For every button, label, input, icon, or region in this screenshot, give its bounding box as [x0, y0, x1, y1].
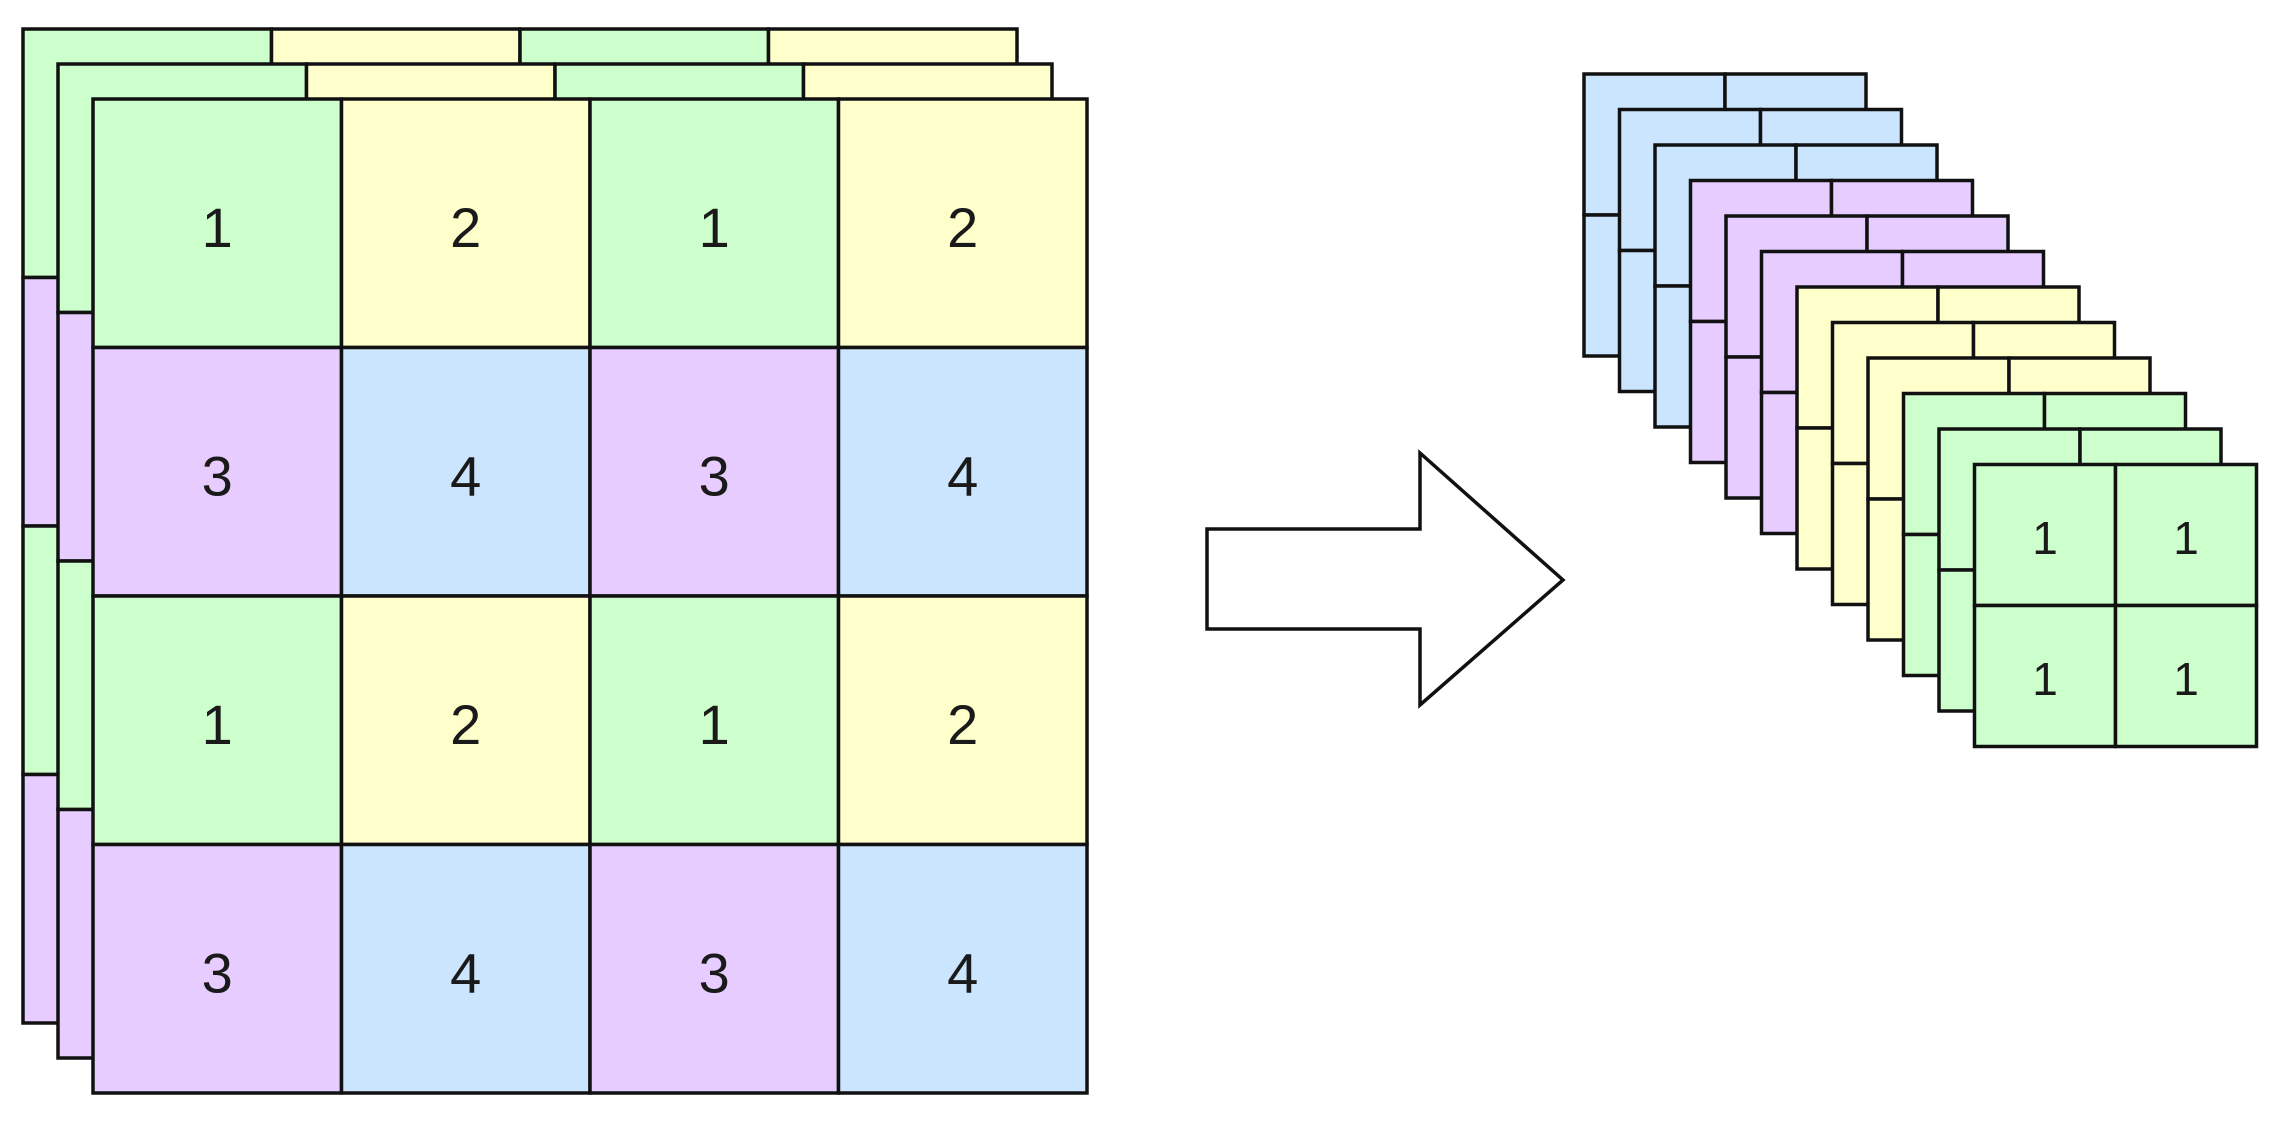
- input-front-layer: 1 2 1 2 3 4 3 4 1 2 1 2 3 4 3 4: [91, 97, 1089, 1095]
- transform-arrow: [1205, 449, 1566, 709]
- output-cell: [2113, 603, 2259, 749]
- output-cell-label: 1: [2032, 512, 2058, 564]
- input-cell-label: 1: [699, 693, 730, 756]
- input-cell-label: 2: [947, 693, 978, 756]
- input-cell: [588, 97, 841, 350]
- input-cell-label: 1: [202, 693, 233, 756]
- input-cell-label: 2: [450, 693, 481, 756]
- input-cell-label: 4: [947, 444, 978, 507]
- input-cell-label: 3: [202, 941, 233, 1004]
- input-cell-label: 4: [450, 941, 481, 1004]
- input-cell: [588, 345, 841, 598]
- input-cell: [836, 842, 1089, 1095]
- output-cell-label: 1: [2032, 653, 2058, 705]
- input-cell-label: 2: [947, 196, 978, 259]
- input-cell: [339, 842, 592, 1095]
- input-cell-label: 3: [699, 941, 730, 1004]
- output-front-slice: 1 1 1 1: [1972, 462, 2259, 749]
- input-cell: [836, 97, 1089, 350]
- input-tensor: 1 2 1 2 3 4 3 4 1 2 1 2 3 4 3 4: [21, 27, 1089, 1095]
- input-cell: [339, 345, 592, 598]
- input-cell-label: 3: [699, 444, 730, 507]
- input-cell: [91, 345, 344, 598]
- output-cell: [1972, 603, 2118, 749]
- input-cell: [588, 594, 841, 847]
- input-cell-label: 4: [947, 941, 978, 1004]
- input-cell-label: 3: [202, 444, 233, 507]
- input-cell: [588, 842, 841, 1095]
- right-arrow-icon: [1205, 449, 1566, 709]
- input-cell: [836, 345, 1089, 598]
- input-cell-label: 1: [699, 196, 730, 259]
- input-cell: [339, 594, 592, 847]
- input-cell-label: 4: [450, 444, 481, 507]
- input-cell: [91, 842, 344, 1095]
- output-cell-label: 1: [2173, 653, 2199, 705]
- input-cell: [836, 594, 1089, 847]
- input-cell-label: 2: [450, 196, 481, 259]
- output-cell-label: 1: [2173, 512, 2199, 564]
- output-tensor: 1 1 1 1: [1582, 72, 2259, 749]
- input-cell-label: 1: [202, 196, 233, 259]
